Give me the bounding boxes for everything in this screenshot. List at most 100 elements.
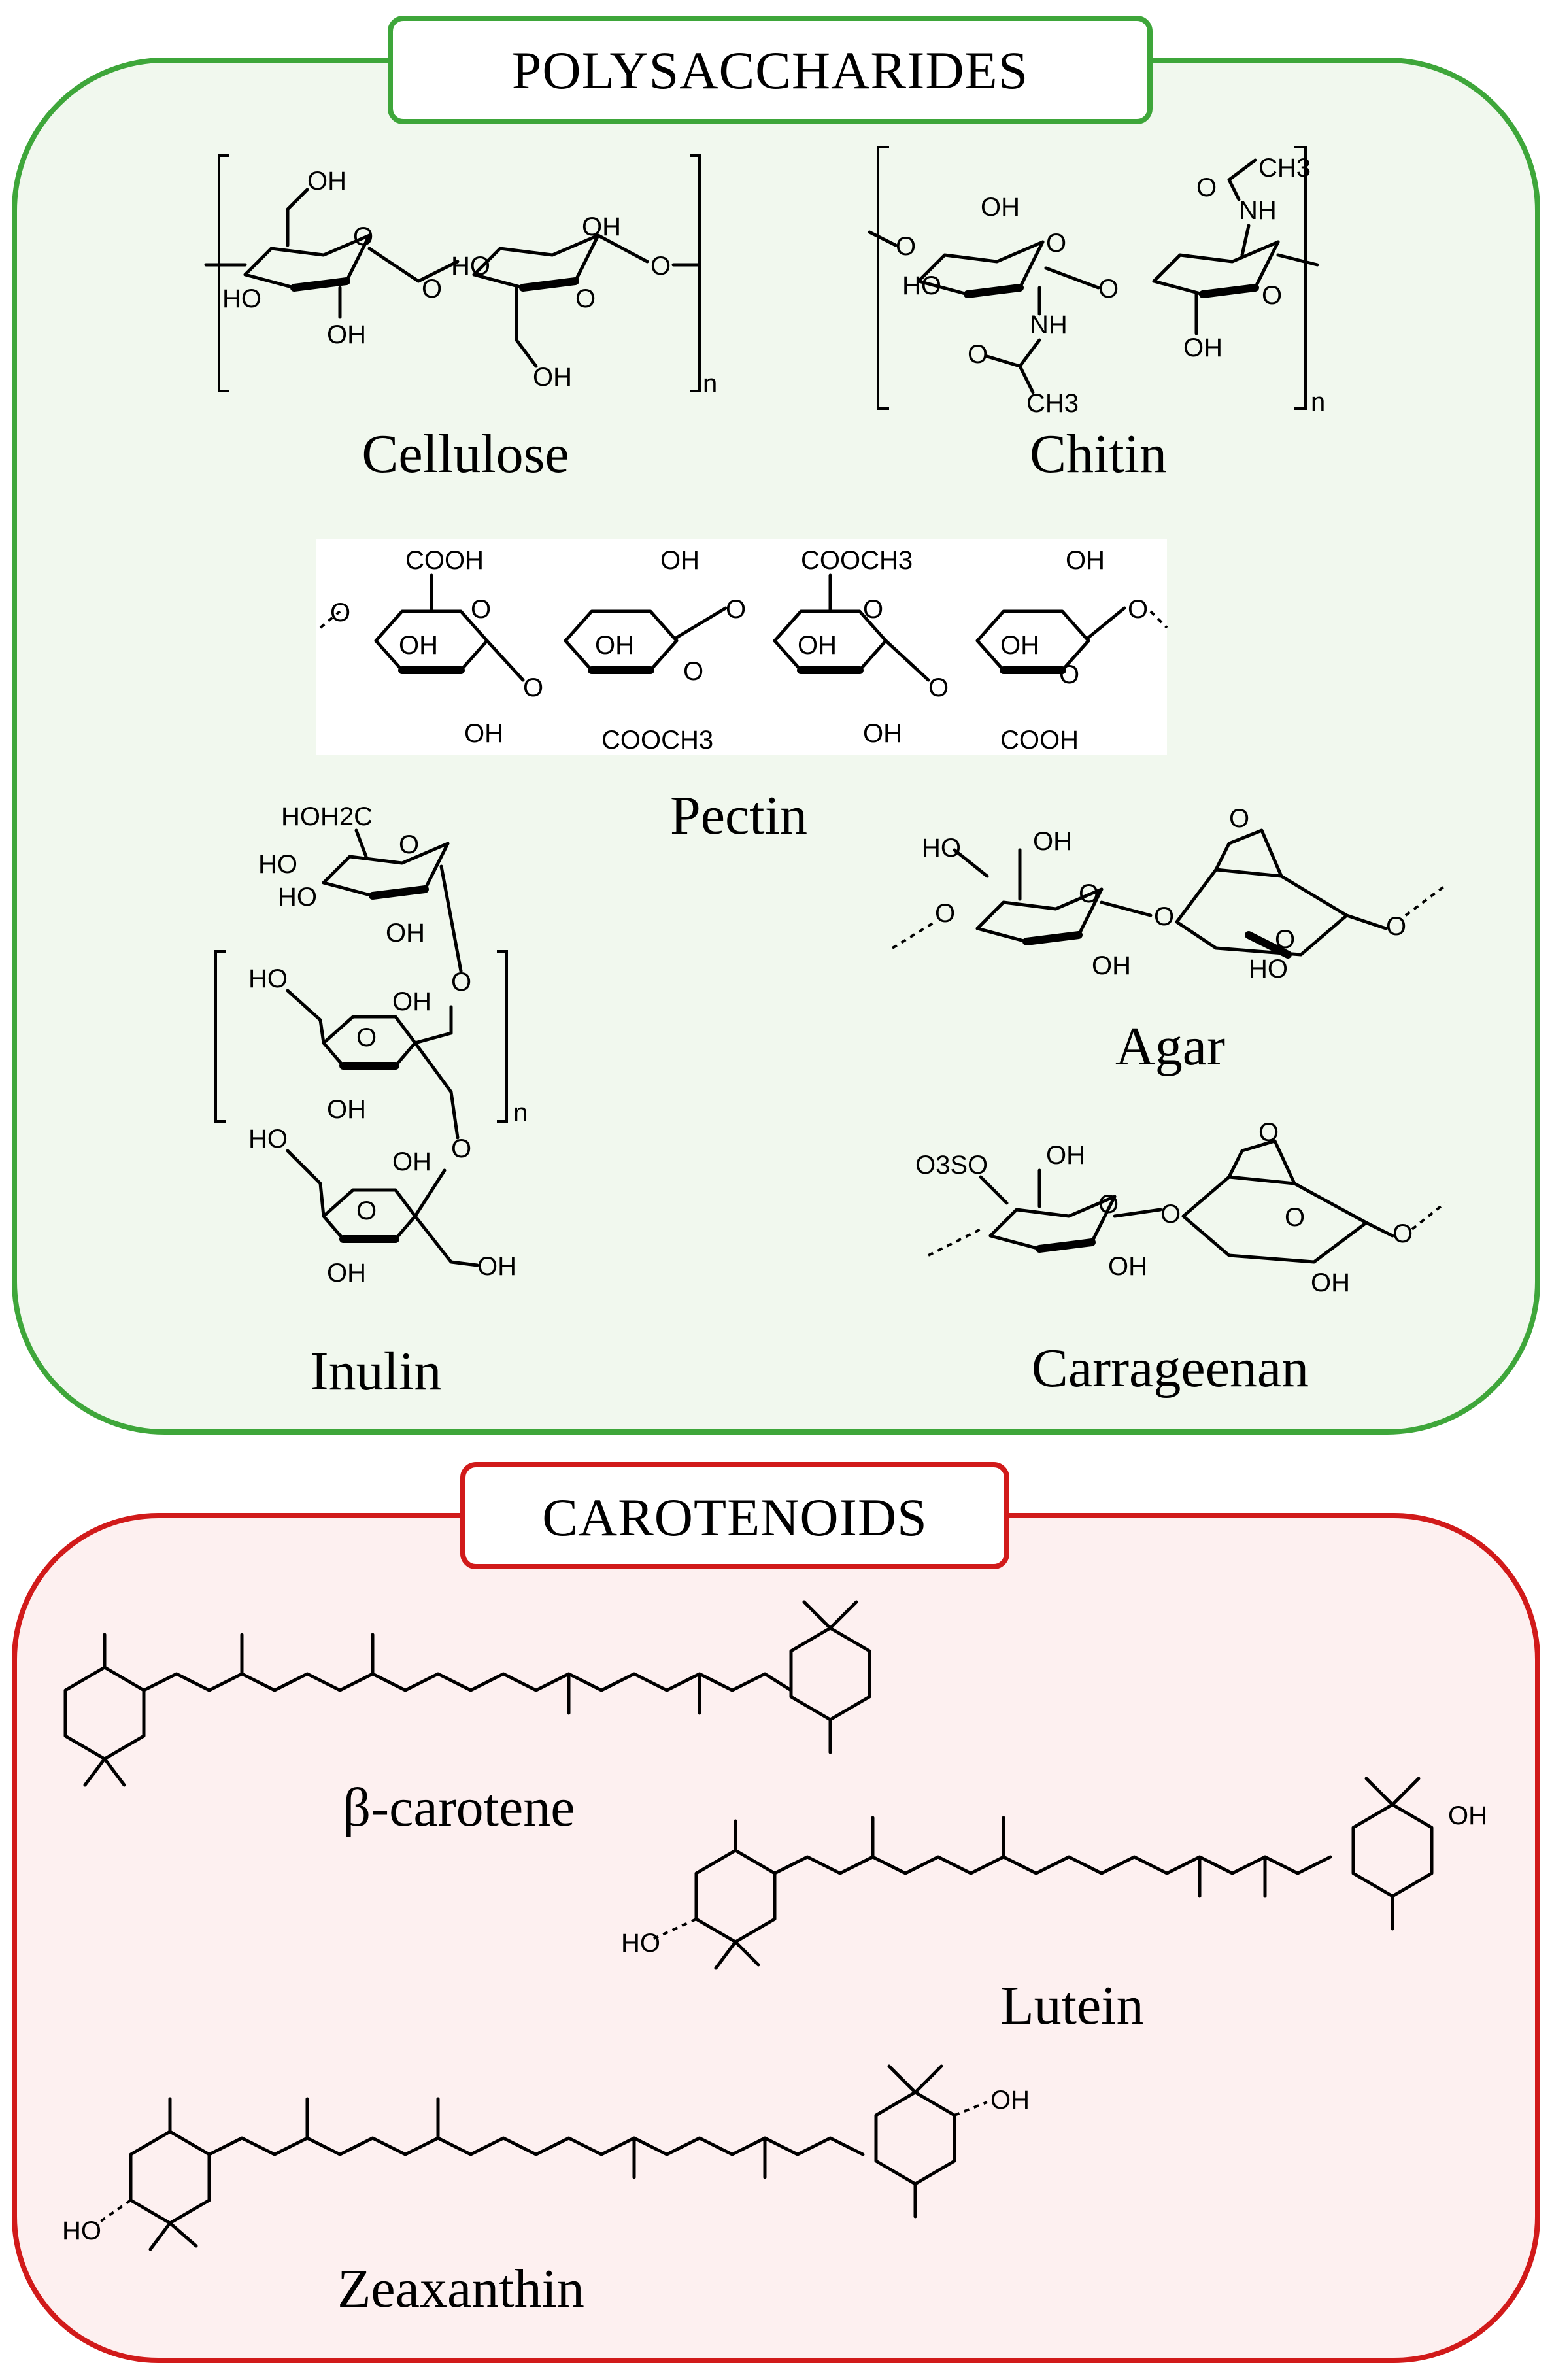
svg-text:OH: OH: [399, 631, 438, 660]
pectin-structure: O COOH O OH OH O OH OH COOCH3 O O COOCH3…: [316, 539, 1168, 755]
svg-text:O: O: [330, 598, 350, 627]
polysaccharides-panel: POLYSACCHARIDES n O OH HO OH O HO OH O O…: [12, 16, 1540, 1435]
svg-text:O: O: [356, 1197, 377, 1225]
svg-text:O: O: [353, 222, 373, 251]
svg-text:HOH2C: HOH2C: [281, 802, 373, 831]
svg-text:COOCH3: COOCH3: [801, 546, 913, 575]
svg-text:NH: NH: [1239, 196, 1277, 225]
carotenoids-panel: CAROTENOIDS β-carotene HO OH Lutein: [12, 1462, 1540, 2363]
inulin-label: Inulin: [311, 1341, 442, 1402]
svg-text:O: O: [1098, 275, 1119, 303]
svg-text:OH: OH: [595, 631, 634, 660]
svg-text:OH: OH: [307, 167, 346, 196]
polysaccharides-title-box: [388, 16, 1153, 124]
carotenoids-title: CAROTENOIDS: [542, 1488, 928, 1547]
pectin-label: Pectin: [670, 785, 807, 846]
svg-text:O: O: [1285, 1203, 1305, 1232]
svg-text:HO: HO: [62, 2217, 101, 2245]
svg-text:OH: OH: [386, 919, 425, 947]
svg-text:NH: NH: [1030, 311, 1068, 339]
zeaxanthin-structure: HO OH: [62, 2064, 1030, 2251]
svg-text:O: O: [1046, 229, 1066, 258]
svg-text:O: O: [399, 830, 419, 859]
svg-text:COOCH3: COOCH3: [601, 726, 713, 755]
cellulose-label: Cellulose: [362, 424, 569, 484]
svg-text:OH: OH: [392, 1148, 431, 1176]
svg-text:O: O: [451, 968, 471, 996]
svg-text:O3SO: O3SO: [915, 1151, 988, 1180]
beta-carotene-label: β-carotene: [343, 1777, 575, 1838]
zeaxanthin-label: Zeaxanthin: [337, 2258, 584, 2319]
svg-text:HO: HO: [621, 1929, 660, 1958]
polysaccharides-title: POLYSACCHARIDES: [512, 41, 1028, 100]
svg-text:HO: HO: [451, 252, 490, 280]
svg-text:CH3: CH3: [1258, 154, 1311, 182]
svg-text:O: O: [1079, 879, 1099, 908]
svg-text:OH: OH: [1448, 1801, 1487, 1830]
svg-text:n: n: [513, 1098, 528, 1127]
cellulose-structure: n O OH HO OH O HO OH O OH O: [204, 154, 717, 398]
chitin-label: Chitin: [1030, 424, 1167, 484]
svg-text:CH3: CH3: [1026, 389, 1079, 418]
carrageenan-label: Carrageenan: [1032, 1338, 1309, 1399]
svg-text:O: O: [935, 899, 955, 928]
carrageenan-structure: O3SO OH O OH O O O OH O: [915, 1118, 1446, 1297]
svg-text:OH: OH: [392, 987, 431, 1016]
svg-text:HO: HO: [248, 964, 288, 993]
carotenoids-title-box: [460, 1462, 1009, 1569]
svg-text:HO: HO: [278, 883, 317, 911]
svg-text:O: O: [896, 232, 916, 261]
svg-text:O: O: [1275, 925, 1295, 954]
svg-text:O: O: [1258, 1118, 1279, 1147]
svg-text:OH: OH: [327, 1095, 366, 1124]
svg-text:OH: OH: [1046, 1141, 1085, 1170]
svg-text:OH: OH: [1066, 546, 1105, 575]
agar-label: Agar: [1115, 1016, 1225, 1077]
svg-text:HO: HO: [222, 284, 261, 313]
svg-text:O: O: [1059, 660, 1079, 689]
svg-text:OH: OH: [1183, 333, 1223, 362]
svg-text:OH: OH: [327, 320, 366, 349]
svg-text:O: O: [1262, 281, 1282, 310]
svg-text:OH: OH: [464, 719, 503, 748]
svg-text:O: O: [1392, 1219, 1413, 1248]
svg-text:OH: OH: [1311, 1268, 1350, 1297]
svg-text:OH: OH: [1108, 1252, 1147, 1281]
svg-text:HO: HO: [922, 834, 961, 862]
svg-text:HO: HO: [902, 271, 941, 300]
svg-text:OH: OH: [1092, 951, 1131, 980]
svg-text:O: O: [523, 673, 543, 702]
svg-text:O: O: [726, 595, 746, 624]
svg-text:COOH: COOH: [1000, 726, 1079, 755]
lutein-structure: HO OH: [621, 1776, 1487, 1970]
svg-text:HO: HO: [1249, 955, 1288, 983]
chitin-structure: n O OH HO O NH O CH3 O O OH NH O CH3: [868, 146, 1325, 418]
svg-text:OH: OH: [533, 363, 572, 392]
svg-text:OH: OH: [1033, 827, 1072, 856]
svg-text:O: O: [575, 284, 596, 313]
svg-text:OH: OH: [1000, 631, 1039, 660]
svg-text:O: O: [471, 595, 491, 624]
svg-text:n: n: [703, 369, 717, 398]
beta-carotene-structure: [65, 1600, 869, 1787]
svg-text:OH: OH: [477, 1252, 516, 1281]
svg-text:O: O: [968, 340, 988, 369]
svg-text:COOH: COOH: [405, 546, 484, 575]
svg-text:O: O: [1098, 1190, 1119, 1219]
svg-text:O: O: [1386, 912, 1406, 941]
svg-text:O: O: [1128, 595, 1148, 624]
svg-text:O: O: [1160, 1200, 1181, 1229]
svg-text:HO: HO: [248, 1125, 288, 1153]
svg-text:n: n: [1311, 388, 1325, 416]
svg-text:OH: OH: [981, 193, 1020, 222]
svg-text:OH: OH: [863, 719, 902, 748]
svg-text:O: O: [650, 252, 671, 280]
agar-structure: O HO OH O OH O O O HO O: [891, 804, 1446, 983]
svg-text:O: O: [928, 673, 949, 702]
lutein-label: Lutein: [1000, 1975, 1143, 2036]
svg-text:OH: OH: [327, 1259, 366, 1287]
svg-text:O: O: [356, 1023, 377, 1052]
svg-text:OH: OH: [798, 631, 837, 660]
svg-text:HO: HO: [258, 850, 297, 879]
